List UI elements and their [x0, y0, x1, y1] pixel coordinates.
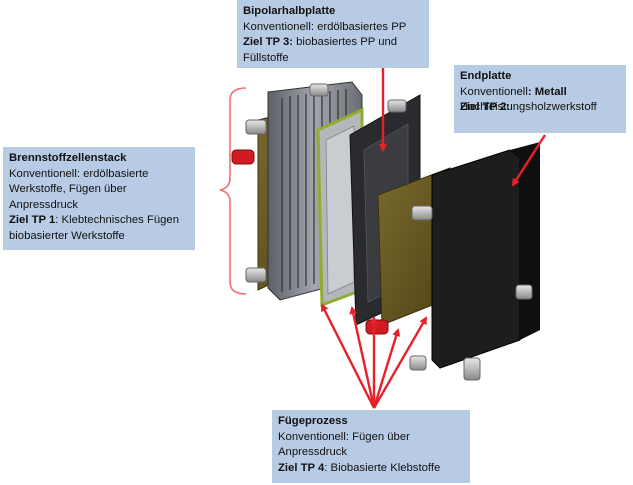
endplatte-goal-label: Ziel TP 2:	[460, 101, 511, 113]
bipolar-goal-text: biobasiertes PP und Füllstoffe	[243, 36, 398, 64]
bolts	[245, 83, 533, 381]
stack-goal-text: : Klebtechnisches Fügen biobasierter Wer…	[9, 214, 179, 242]
label-brennstoffzellenstack: Brennstoffzellenstack Konventionell: erd…	[3, 147, 195, 250]
fuege-title: Fügeprozess	[278, 415, 348, 427]
pointer-arrows	[320, 68, 547, 409]
end-plate-front	[431, 149, 521, 369]
fuege-goal-label: Ziel TP 4	[278, 461, 325, 474]
endplatte-goal-text: Hochleistungsholzwerkstoff	[460, 101, 597, 113]
label-endplatte: Endplatte Konventionell: Metall Ziel TP …	[454, 65, 626, 133]
bipolar-title: Bipolarhalbplatte	[243, 5, 336, 17]
endplatte-title: Endplatte	[460, 70, 512, 82]
stack-goal-label: Ziel TP 1	[9, 214, 56, 226]
stack-bracket	[219, 87, 247, 295]
bipolar-goal-label: Ziel TP 3:	[243, 36, 294, 48]
bipolar-flow-field	[325, 125, 355, 295]
endplatte-conventional-rest: : Metall	[527, 85, 567, 98]
stack-title: Brennstoffzellenstack	[9, 152, 127, 164]
fuege-goal-text: : Biobasierte Klebstoffe	[324, 461, 441, 474]
stack-conventional: Konventionell: erdölbasierte Werkstoffe,…	[9, 167, 149, 211]
bipolar-conventional: Konventionell: erdölbasiertes PP	[243, 20, 407, 33]
fuege-conventional: Konventionell: Fügen über Anpressdruck	[278, 430, 410, 459]
label-bipolarhalbplatte: Bipolarhalbplatte Konventionell: erdölba…	[237, 0, 429, 68]
label-fuegeprozess: Fügeprozess Konventionell: Fügen über An…	[272, 410, 470, 483]
endplatte-conventional-prefix: Konventionell	[460, 85, 528, 98]
